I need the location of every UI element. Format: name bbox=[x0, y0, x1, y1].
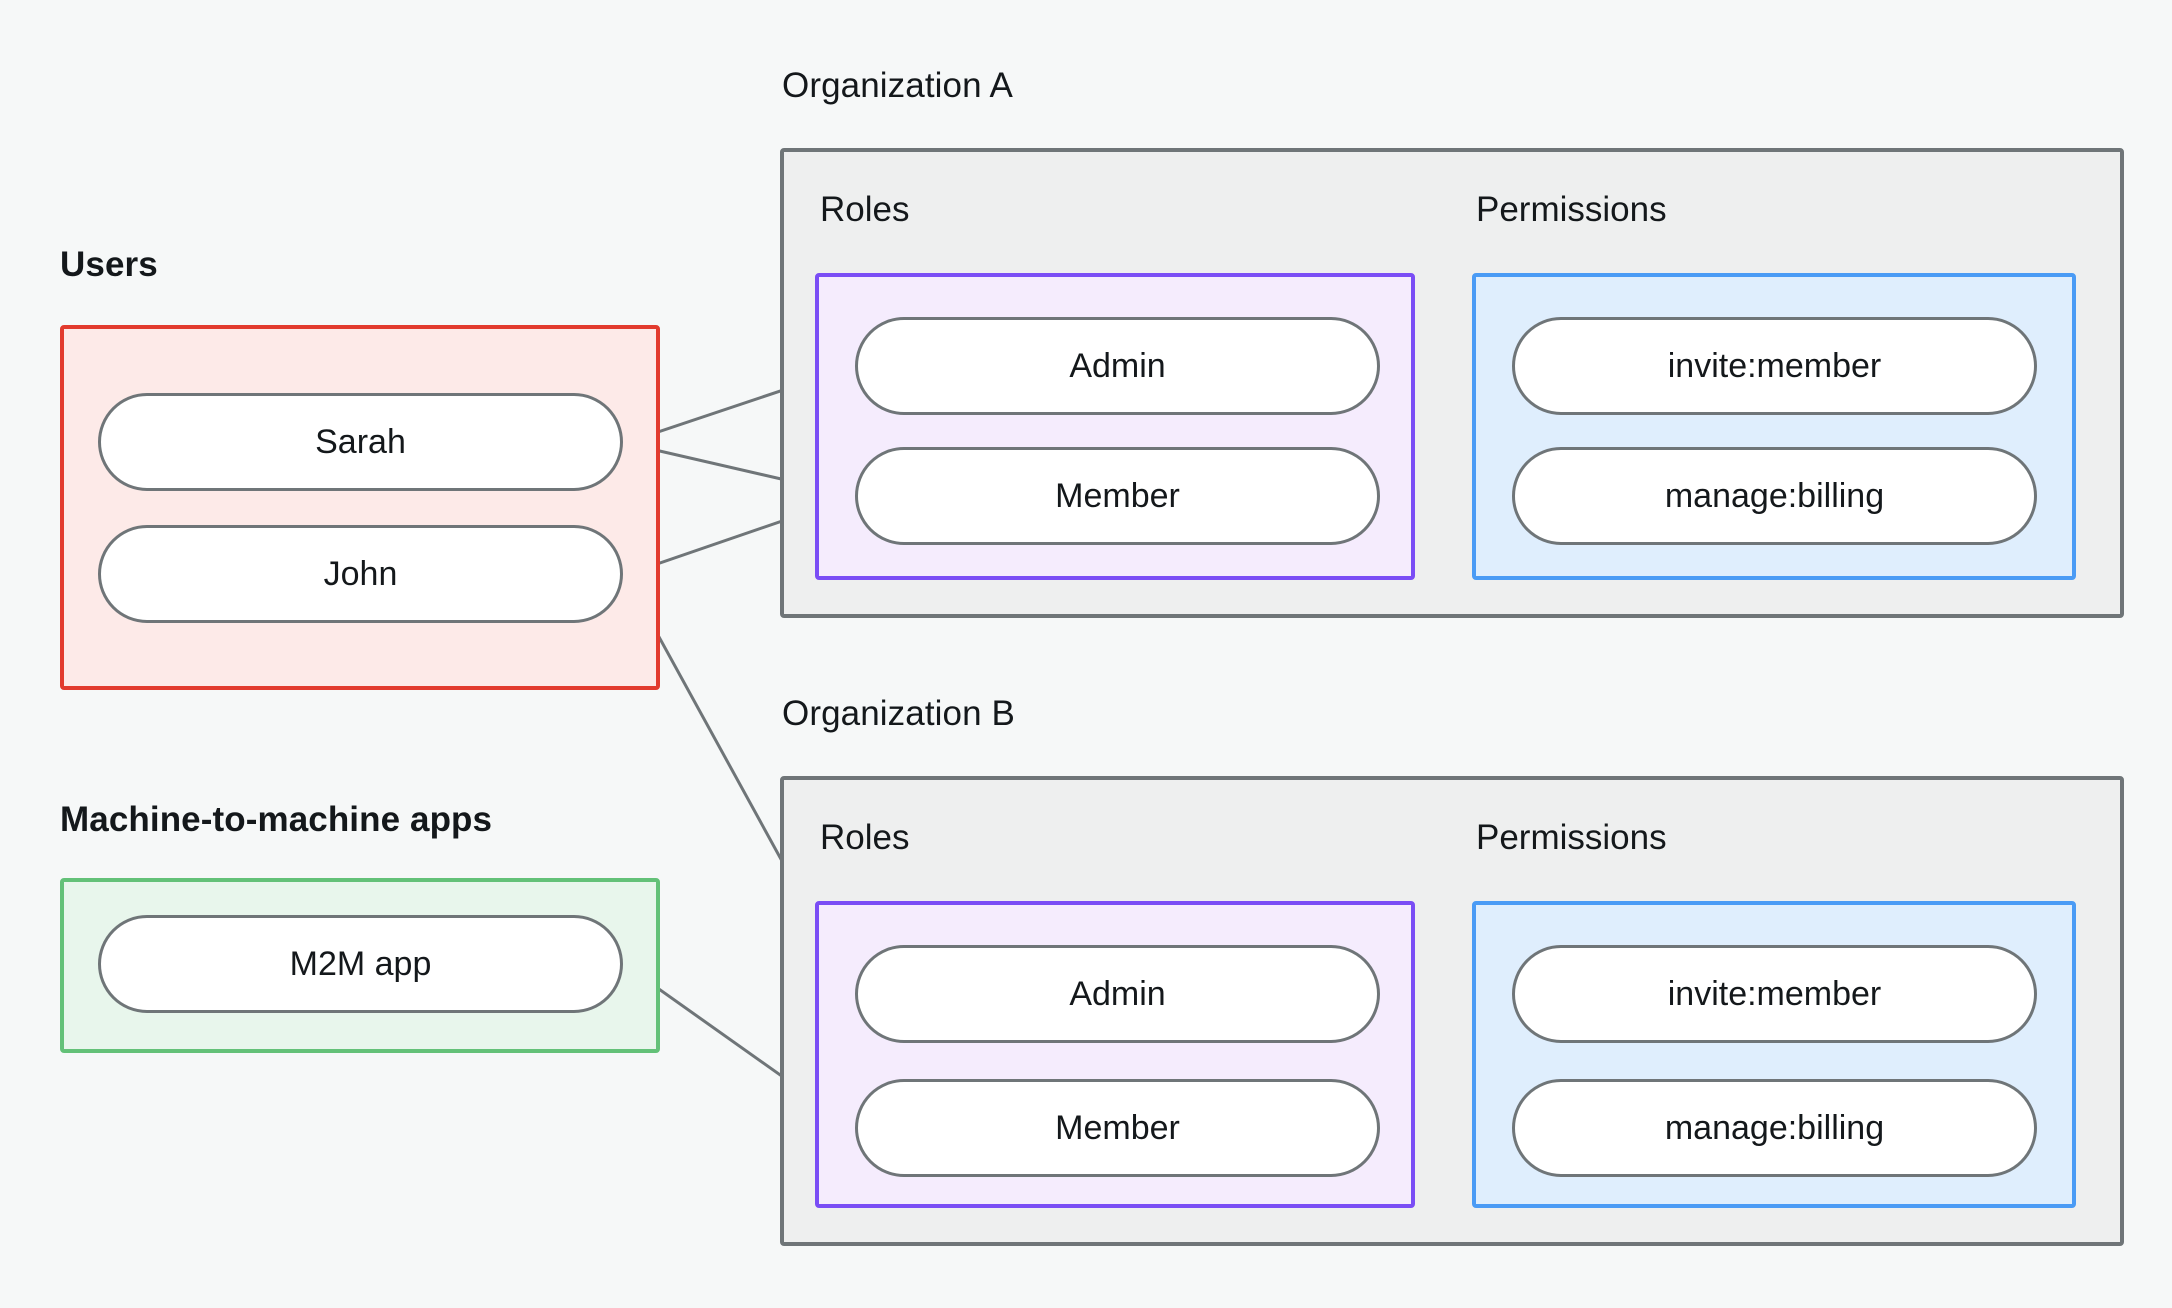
organization-b-role-admin[interactable]: Admin bbox=[855, 945, 1380, 1043]
organization-a-role-member-label: Member bbox=[1055, 476, 1180, 515]
organization-a-caption: Organization A bbox=[782, 66, 1013, 105]
organization-a-permissions-label: Permissions bbox=[1476, 190, 1667, 229]
organization-a-role-admin[interactable]: Admin bbox=[855, 317, 1380, 415]
organization-b-role-member[interactable]: Member bbox=[855, 1079, 1380, 1177]
organization-a-roles-label: Roles bbox=[820, 190, 910, 229]
organization-b-role-member-label: Member bbox=[1055, 1108, 1180, 1147]
organization-a-role-member[interactable]: Member bbox=[855, 447, 1380, 545]
m2m-caption: Machine-to-machine apps bbox=[60, 800, 493, 839]
organization-b-roles-label: Roles bbox=[820, 818, 910, 857]
organization-a-role-admin-label: Admin bbox=[1069, 346, 1166, 385]
m2m-node-app-label: M2M app bbox=[289, 944, 432, 983]
organization-a-permission-manage-billing-label: manage:billing bbox=[1664, 476, 1885, 515]
organization-b-permission-invite-member[interactable]: invite:member bbox=[1512, 945, 2037, 1043]
users-caption: Users bbox=[60, 245, 158, 284]
organization-b-permission-invite-member-label: invite:member bbox=[1667, 974, 1882, 1013]
user-node-john[interactable]: John bbox=[98, 525, 623, 623]
organization-b-permission-manage-billing[interactable]: manage:billing bbox=[1512, 1079, 2037, 1177]
user-node-sarah[interactable]: Sarah bbox=[98, 393, 623, 491]
organization-a-permission-invite-member[interactable]: invite:member bbox=[1512, 317, 2037, 415]
users-group bbox=[60, 325, 660, 690]
organization-b-role-admin-label: Admin bbox=[1069, 974, 1166, 1013]
user-node-sarah-label: Sarah bbox=[315, 422, 406, 461]
m2m-node-app[interactable]: M2M app bbox=[98, 915, 623, 1013]
user-node-john-label: John bbox=[323, 554, 398, 593]
organization-b-caption: Organization B bbox=[782, 694, 1015, 733]
organization-a-permission-invite-member-label: invite:member bbox=[1667, 346, 1882, 385]
organization-a-permission-manage-billing[interactable]: manage:billing bbox=[1512, 447, 2037, 545]
organization-b-permission-manage-billing-label: manage:billing bbox=[1664, 1108, 1885, 1147]
organization-b-permissions-label: Permissions bbox=[1476, 818, 1667, 857]
